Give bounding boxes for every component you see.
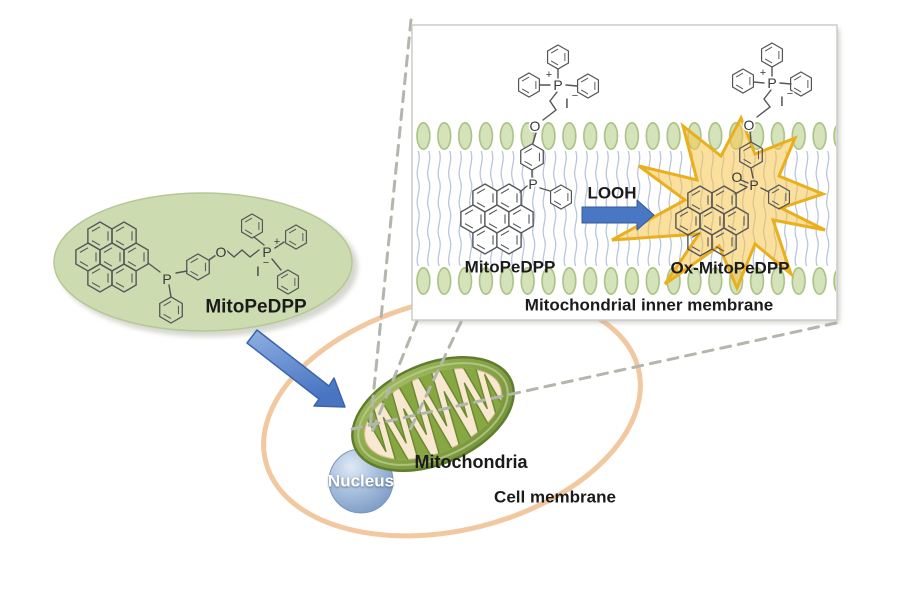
callout-line (408, 320, 463, 432)
probe-ellipse (53, 192, 358, 337)
minus-charge-label: − (572, 90, 578, 102)
bond-lines (734, 66, 792, 195)
inset-left-molecule-label: MitoPeDPP (464, 257, 556, 277)
mitopedpp-structure-inset: P + I − O P (460, 44, 600, 255)
probe-label: MitoPeDPP (205, 296, 307, 318)
oxygen-atom-label: O (216, 244, 227, 260)
benzene-ring (789, 71, 813, 97)
bond-lines (147, 236, 285, 298)
targeting-arrow (246, 329, 346, 408)
phosphonium-atom-label: P (767, 75, 776, 91)
callout-dashed-lines (350, 18, 838, 434)
callout-line (370, 319, 419, 434)
benzene-ring (576, 73, 600, 99)
benzene-ring (520, 143, 544, 171)
inset-box: P + I − O P P + I − O O (411, 24, 840, 323)
iodide-atom-label: I (256, 263, 260, 279)
looh-label: LOOH (587, 183, 637, 203)
bond-lines (519, 68, 578, 193)
benzene-ring (496, 225, 522, 255)
inset-right-molecule-label: Ox-MitoPeDPP (670, 258, 790, 278)
inner-membrane-caption: Mitochondrial inner membrane (524, 295, 774, 315)
phosphonium-atom-label: P (553, 77, 562, 93)
cell-membrane-label: Cell membrane (494, 487, 616, 507)
mitochondria-inner-rim (357, 362, 509, 466)
plus-charge-label: + (274, 236, 280, 248)
benzene-ring (760, 42, 784, 68)
mitochondria (351, 349, 516, 479)
callout-line (350, 321, 838, 431)
nucleus-label: Nucleus (327, 471, 395, 491)
probe-ellipse-body (53, 192, 353, 332)
ox-mitopedpp-structure-inset: P + I − O O P (675, 42, 813, 257)
oxygen-atom-label: O (530, 118, 541, 134)
phosphorus-atom-label: P (749, 177, 758, 193)
oxygen-atom-label: O (744, 117, 755, 133)
benzene-ring (546, 44, 570, 70)
iodide-atom-label: I (565, 95, 569, 111)
oxide-oxygen-atom-label: O (732, 169, 743, 185)
benzene-ring (517, 72, 541, 98)
mitochondria-label: Mitochondria (414, 452, 528, 472)
lipid-heads-top-row (413, 121, 836, 151)
mitopedpp-structure-probe: P O P + I − (75, 213, 308, 324)
benzene-ring (549, 184, 573, 210)
mitochondria-cristae (352, 349, 516, 479)
phosphorus-atom-label: P (162, 271, 171, 287)
phosphorus-atom-label: P (528, 176, 537, 192)
benzene-ring (731, 68, 755, 94)
plus-charge-label: + (546, 69, 552, 81)
plus-charge-label: + (760, 67, 766, 79)
benzene-ring (472, 225, 498, 255)
minus-charge-label: − (263, 257, 269, 269)
iodide-atom-label: I (780, 93, 784, 109)
minus-charge-label: − (787, 88, 793, 100)
phosphonium-atom-label: P (262, 244, 271, 260)
reaction-arrow (581, 199, 655, 231)
callout-line (368, 18, 413, 430)
lipid-heads-bottom-row (413, 266, 836, 296)
